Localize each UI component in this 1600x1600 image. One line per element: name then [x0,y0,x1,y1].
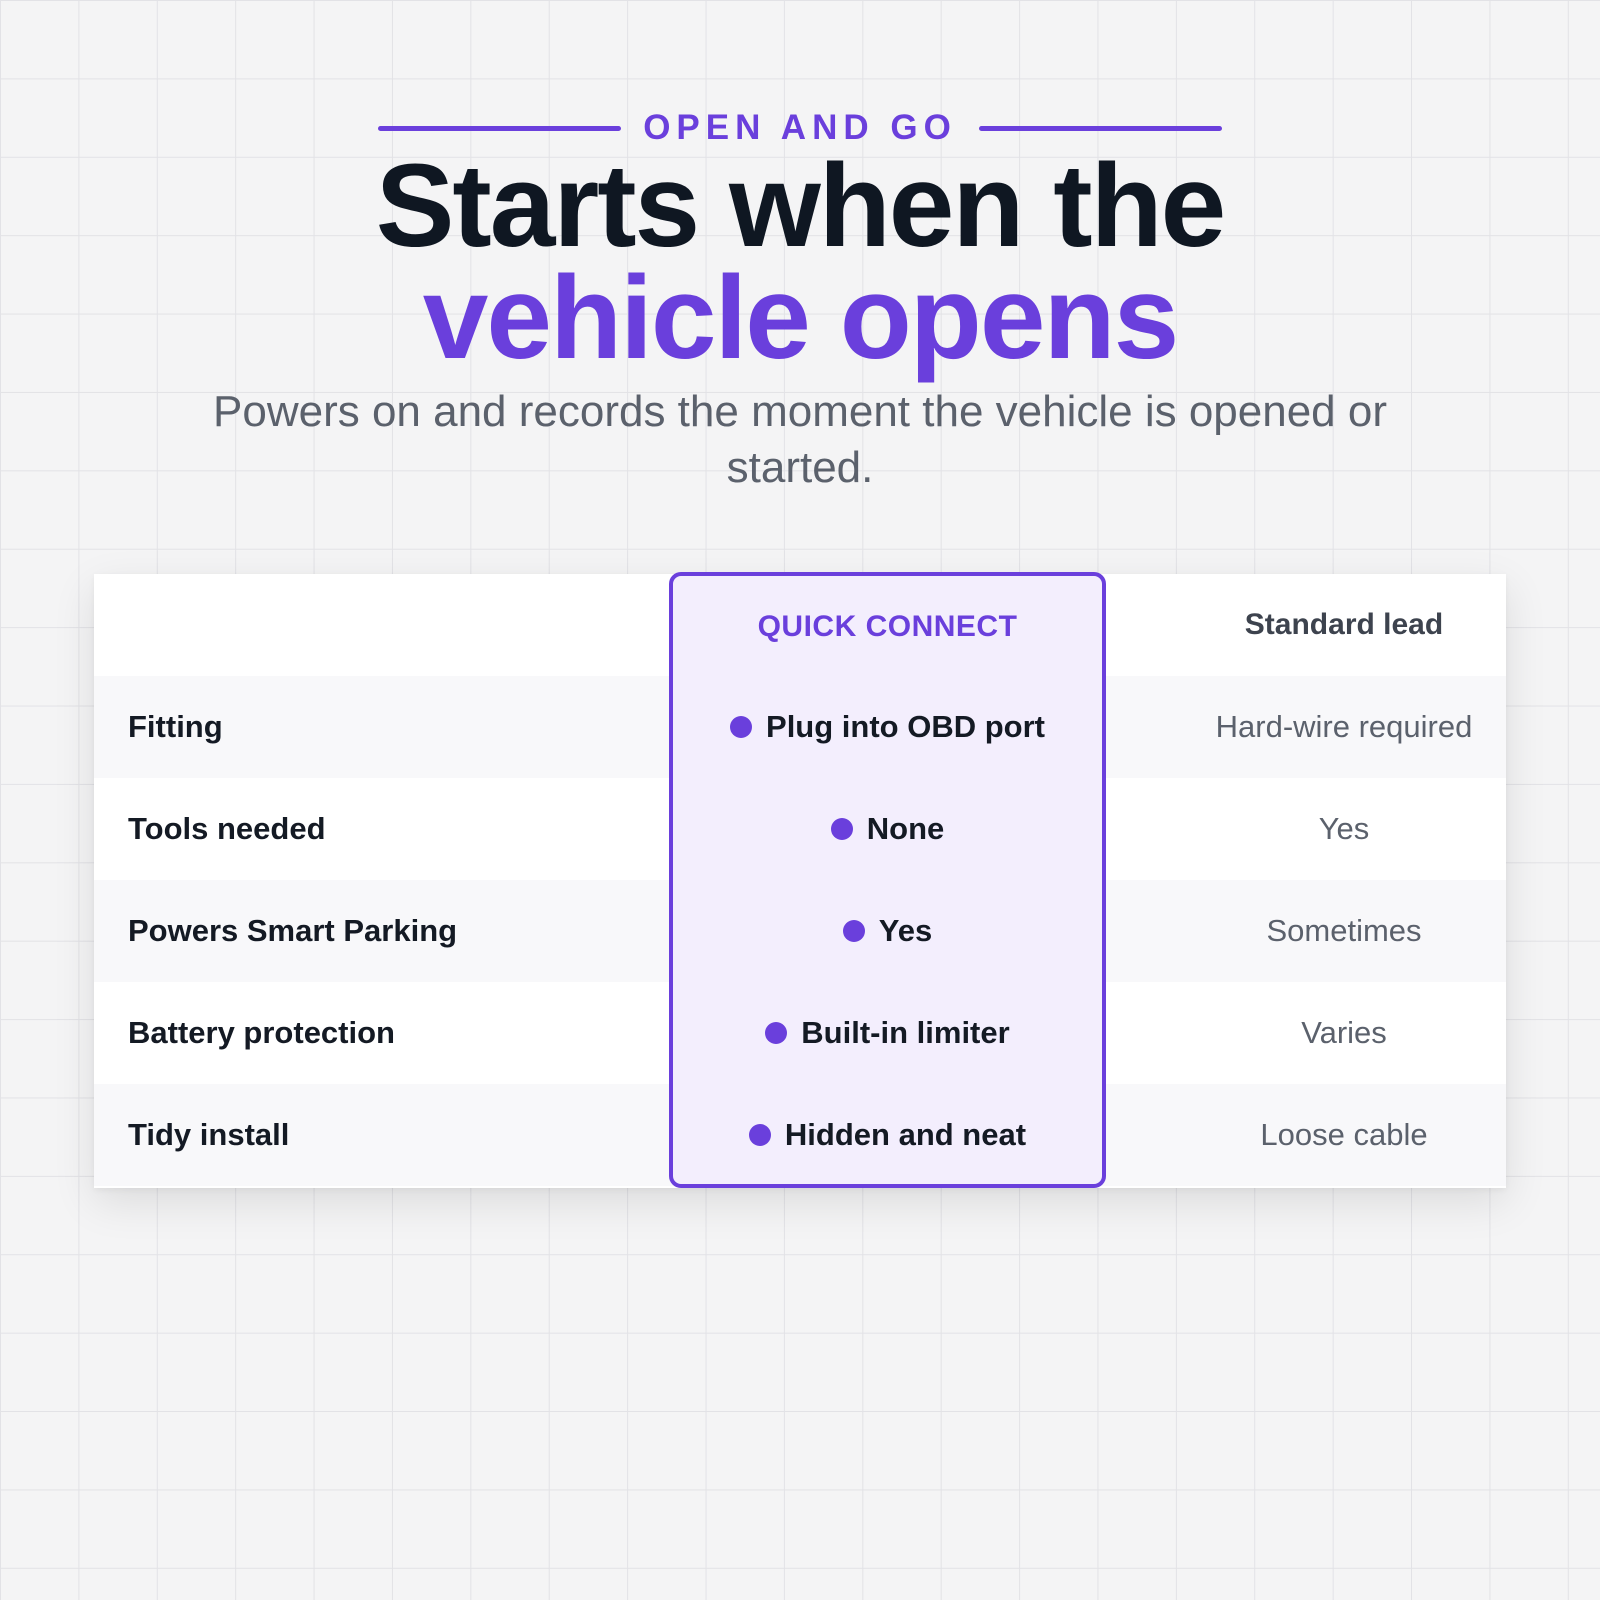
comparison-table: Standard lead Fitting Hard-wire required… [94,572,1506,1188]
bullet-dot-icon [765,1022,788,1044]
bullet-dot-icon [730,716,753,738]
standard-value-smart-parking: Sometimes [1266,913,1422,948]
table-row: Tools needed Yes [94,778,1506,880]
table-row: Battery protection Varies [94,982,1506,1084]
quick-connect-value-battery-protection: Built-in limiter [673,982,1102,1084]
quick-connect-value-tools-needed: None [673,778,1102,880]
quick-connect-header: QUICK CONNECT [757,610,1018,643]
quick-connect-text: Hidden and neat [784,1117,1027,1152]
eyebrow: OPEN AND GO [0,108,1600,148]
headline-line-1: Starts when the [375,140,1227,272]
eyebrow-rule-left [378,125,622,131]
headline: Starts when the vehicle opens [0,140,1600,384]
quick-connect-text: None [866,811,945,846]
bullet-dot-icon [842,920,865,942]
bullet-dot-icon [748,1124,771,1146]
quick-connect-text: Plug into OBD port [766,709,1045,744]
quick-connect-text: Yes [878,913,933,948]
row-label-tools-needed: Tools needed [128,811,326,846]
row-label-battery-protection: Battery protection [128,1015,395,1050]
headline-line-2: vehicle opens [422,252,1179,384]
row-label-fitting: Fitting [128,709,223,744]
standard-value-fitting: Hard-wire required [1215,709,1473,744]
row-label-tidy-install: Tidy install [128,1117,290,1152]
standard-value-battery-protection: Varies [1301,1015,1387,1050]
eyebrow-rule-right [978,125,1222,131]
standard-lead-header: Standard lead [1244,608,1444,641]
quick-connect-column: QUICK CONNECT Plug into OBD port None Ye… [669,572,1106,1188]
standard-value-tools-needed: Yes [1318,811,1370,846]
bullet-dot-icon [830,818,853,840]
quick-connect-text: Built-in limiter [801,1015,1010,1050]
row-label-smart-parking: Powers Smart Parking [128,913,458,948]
standard-value-tidy-install: Loose cable [1260,1117,1428,1152]
subtitle: Powers on and records the moment the veh… [213,387,1387,492]
quick-connect-value-fitting: Plug into OBD port [673,676,1102,778]
eyebrow-text: OPEN AND GO [643,108,957,147]
quick-connect-value-smart-parking: Yes [673,880,1102,982]
quick-connect-value-tidy-install: Hidden and neat [673,1084,1102,1186]
